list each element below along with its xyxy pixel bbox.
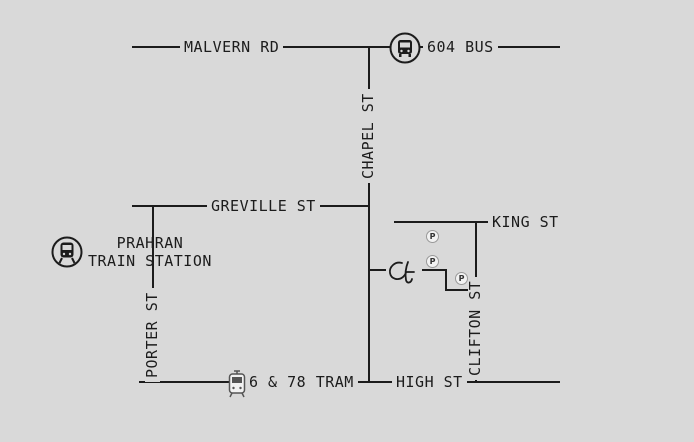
tram-label: 6 & 78 TRAM [245, 375, 358, 390]
parking-icon: P [426, 230, 439, 243]
porter-st-label: PORTER ST [143, 288, 161, 382]
chapel-st-label: CHAPEL ST [359, 89, 377, 183]
parking-icon: P [455, 272, 468, 285]
train-station-label: PRAHRAN TRAIN STATION [88, 234, 212, 270]
king-st-label: KING ST [488, 215, 563, 230]
clifton-st-label: CLIFTON ST [466, 276, 484, 380]
greville-st-label: GREVILLE ST [207, 199, 320, 214]
high-st-label: HIGH ST [392, 375, 467, 390]
parking-icon: P [426, 255, 439, 268]
venue-logo-icon [386, 258, 422, 286]
bus-label: 604 BUS [423, 40, 498, 55]
train-station-line1: PRAHRAN [116, 234, 184, 252]
train-station-line2: TRAIN STATION [88, 252, 212, 270]
tram-icon [228, 370, 246, 398]
bus-icon [389, 32, 421, 64]
malvern-rd-label: MALVERN RD [180, 40, 284, 55]
train-icon [51, 236, 83, 268]
